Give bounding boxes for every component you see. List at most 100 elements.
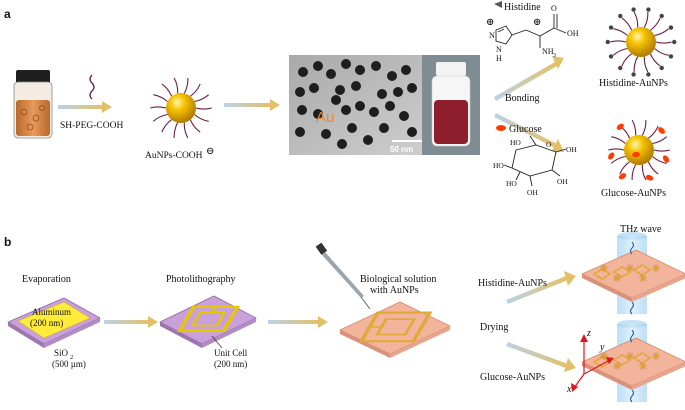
aunp-cooh-particle <box>150 77 212 139</box>
process-arrow <box>104 320 148 324</box>
gold-core <box>166 93 196 123</box>
histidine-aunp-particle <box>605 7 677 77</box>
peg-ligand <box>643 11 649 28</box>
peg-ligand <box>152 113 168 122</box>
peg-ligand <box>189 119 201 133</box>
tem-particle <box>326 69 336 79</box>
tem-particle <box>298 67 308 77</box>
process-arrow <box>224 103 270 107</box>
tem-particle <box>355 65 365 75</box>
unit-cell-label: Unit Cell <box>214 348 248 358</box>
histidine-aunps-label-b: Histidine-AuNPs <box>478 278 547 289</box>
panel-b-label: b <box>4 235 11 249</box>
histidine-mark-icon <box>631 72 636 77</box>
histidine-mark-icon <box>646 7 651 12</box>
tem-particle <box>341 59 351 69</box>
histidine-mark-icon <box>608 25 614 30</box>
peg-linker-icon <box>89 74 95 100</box>
sample-bottle-photo <box>422 55 480 155</box>
tem-particle <box>295 127 305 137</box>
peg-ligand <box>194 94 210 103</box>
glucose-structure: Glucose HO O OH HO HO OH OH <box>493 124 577 197</box>
aunp-label: AuNPs-COOH <box>145 151 203 161</box>
histidine-mark-icon <box>668 54 674 59</box>
glucose-mark-icon <box>645 174 654 181</box>
glucose-mark-icon <box>616 123 624 130</box>
sio2-label: SiO <box>54 348 69 358</box>
peg-ligand <box>190 83 201 97</box>
histidine-mark-icon <box>618 13 623 19</box>
histidine-mark-icon <box>668 25 674 30</box>
tem-particle <box>313 109 323 119</box>
peg-ligand <box>652 136 668 145</box>
tem-particle <box>401 65 411 75</box>
thz-wave-icon <box>629 389 635 403</box>
tem-particle <box>355 101 365 111</box>
peg-ligand <box>652 156 667 164</box>
glucose-mark-icon <box>618 173 627 180</box>
bonding-arrow-down <box>494 113 564 152</box>
tem-particle <box>371 61 381 71</box>
tem-particle <box>347 123 357 133</box>
tem-scale-label: 50 nm <box>390 145 413 154</box>
peg-ligand <box>611 136 626 144</box>
linker-label: SH-PEG-COOH <box>60 121 123 131</box>
peg-ligand <box>613 28 628 36</box>
tem-particle <box>321 129 331 139</box>
peg-ligand <box>641 164 647 181</box>
peg-ligand <box>654 48 669 56</box>
tem-particle <box>295 87 305 97</box>
sensor-chip <box>581 249 685 299</box>
histidine-nh: N <box>496 45 502 54</box>
tem-particle <box>399 111 409 121</box>
histidine-n: N <box>489 31 495 40</box>
peg-ligand <box>619 161 630 175</box>
aluminum-label: Aluminum <box>32 307 71 317</box>
histidine-plus-ring: ⊕ <box>486 17 494 28</box>
glucose-mark-icon <box>608 152 615 160</box>
glucose-drying-arrow <box>506 342 576 372</box>
tem-particle <box>335 85 345 95</box>
peg-ligand <box>610 40 627 43</box>
histidine-mark-icon <box>618 65 623 71</box>
drying-label: Drying <box>480 322 508 333</box>
peg-ligand <box>183 122 189 139</box>
histidine-h: H <box>496 54 502 63</box>
tem-au-label: Au <box>316 109 334 126</box>
histidine-structure: Histidine ⊕ N N H O OH ⊕ NH 3 <box>486 1 579 63</box>
gold-core <box>624 135 654 165</box>
photolithography-label: Photolithography <box>166 274 235 285</box>
peg-ligand <box>631 119 637 136</box>
histidine-mark-icon <box>631 7 636 12</box>
thz-wave-icon <box>629 301 635 315</box>
panel-a-label: a <box>4 7 11 21</box>
axis-z-label: z <box>586 328 591 339</box>
glucose-mark-icon <box>496 125 506 131</box>
glucose-o: O <box>546 140 552 149</box>
histidine-mark-icon <box>659 65 664 71</box>
sio2-sub: 2 <box>70 354 73 361</box>
thz-setup-glucose <box>581 320 685 403</box>
peg-ligand <box>647 161 659 175</box>
histidine-plus-amine: ⊕ <box>533 17 541 28</box>
evaporation-label: Evaporation <box>22 274 71 285</box>
peg-ligand <box>621 53 632 67</box>
process-arrow <box>58 105 102 109</box>
bonding-arrow-up <box>494 56 564 101</box>
peg-ligand <box>648 125 659 139</box>
peg-ligand <box>608 148 625 151</box>
tem-particle <box>363 135 373 145</box>
histidine-drying-arrow <box>506 271 576 304</box>
axis-x-label: x <box>566 384 572 395</box>
tem-particle <box>337 139 347 149</box>
tem-particle <box>377 89 387 99</box>
peg-ligand <box>150 106 167 109</box>
peg-ligand <box>195 107 212 110</box>
peg-ligand <box>633 56 639 73</box>
tem-particle <box>369 107 379 117</box>
histidine-oh: OH <box>567 29 579 38</box>
peg-ligand <box>649 53 661 67</box>
patterned-wafer <box>159 295 257 348</box>
axis-y-label: y <box>599 342 605 353</box>
